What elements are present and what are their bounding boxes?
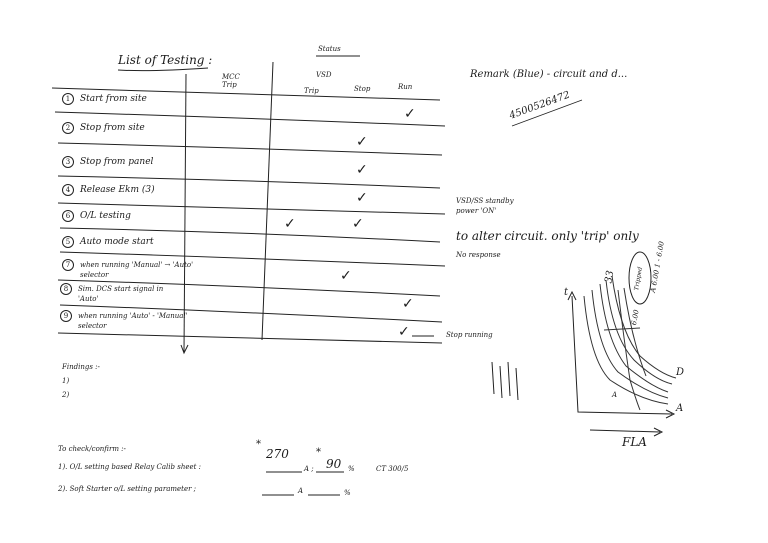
vsd-note-line2: power 'ON': [456, 207, 497, 215]
row-number: 7: [62, 259, 74, 271]
tick-stop-row4: ✓: [356, 190, 368, 206]
row-label-line1: when running 'Auto' - 'Manual': [78, 312, 188, 320]
column-vsd: VSD: [316, 71, 332, 79]
tick-run-row8: ✓: [402, 296, 414, 312]
row-number: 3: [62, 156, 74, 168]
row-label-line1: when running 'Manual' → 'Auto': [80, 261, 194, 269]
row-number: 6: [62, 210, 74, 222]
tick-stop-row7: ✓: [340, 268, 352, 284]
row-label: Start from site: [80, 94, 147, 104]
column-trip: Trip: [304, 87, 319, 95]
row-1: 1 Start from site: [62, 93, 147, 105]
row-label-line2: 'Auto': [78, 295, 99, 303]
findings-heading: Findings :-: [62, 363, 100, 371]
confirm-line1-text: 1). O/L setting based Relay Calib sheet …: [58, 463, 202, 471]
row-4: 4 Release Ekm (3): [62, 184, 155, 196]
row-6: 6 O/L testing: [62, 210, 131, 222]
row-number: 2: [62, 122, 74, 134]
graph-label-d: D: [676, 367, 685, 378]
findings-item-2: 2): [62, 391, 70, 399]
column-run: Run: [398, 83, 413, 91]
row-number: 8: [60, 283, 72, 295]
row-label: Stop from panel: [80, 157, 154, 167]
row-label-line1: Sim. DCS start signal in: [78, 285, 164, 293]
confirm-line1-amp: A ;: [304, 465, 314, 473]
no-response-note: No response: [456, 251, 501, 259]
row-label: Stop from site: [80, 123, 145, 133]
confirm-value-pct: 90: [326, 457, 342, 471]
row-2: 2 Stop from site: [62, 122, 145, 134]
stop-running-note: Stop running: [446, 331, 493, 339]
page-title: List of Testing :: [118, 53, 213, 67]
tick-stop-row2: ✓: [356, 134, 368, 150]
column-stop: Stop: [354, 85, 371, 93]
confirm-value-amp: 270: [266, 447, 289, 461]
row-5: 5 Auto mode start: [62, 236, 154, 248]
tick-run-row1: ✓: [404, 106, 416, 122]
vsd-note-line1: VSD/SS standby: [456, 197, 514, 205]
graph-axis-t: t: [564, 287, 569, 298]
status-header: Status: [318, 45, 341, 53]
row-label-line2: selector: [80, 271, 109, 279]
graph-axis-fla: FLA: [622, 435, 647, 449]
confirm-line2-text: 2). Soft Starter o/L setting parameter ;: [58, 485, 197, 493]
confirm-star-2: *: [316, 447, 321, 458]
tick-stop-row3: ✓: [356, 162, 368, 178]
row-3: 3 Stop from panel: [62, 156, 153, 168]
row-label: Auto mode start: [80, 237, 154, 247]
confirm-line1-ct: CT 300/5: [376, 465, 409, 473]
row-9: 9 when running 'Auto' - 'Manual' selector: [60, 310, 188, 330]
row-8: 8 Sim. DCS start signal in 'Auto': [60, 283, 163, 303]
row-number: 1: [62, 93, 74, 105]
tick-trip-row6: ✓: [284, 216, 296, 232]
confirm-star-1: *: [256, 439, 261, 450]
tick-run-row9: ✓: [398, 324, 410, 340]
row-label-line2: selector: [78, 322, 107, 330]
confirm-line1-pct: %: [348, 465, 355, 473]
remark-note: Remark (Blue) - circuit and d...: [470, 69, 628, 80]
confirm-line2-pct: %: [344, 489, 351, 497]
graph-label-a: A: [676, 403, 684, 414]
row-7: 7 when running 'Manual' → 'Auto' selector: [62, 259, 193, 279]
row-label: Release Ekm (3): [80, 185, 155, 195]
findings-item-1: 1): [62, 377, 70, 385]
row-number: 5: [62, 236, 74, 248]
tick-stop-row6: ✓: [352, 216, 364, 232]
confirm-line2-amp: A: [298, 487, 304, 495]
confirm-heading: To check/confirm :-: [58, 445, 126, 453]
column-mcc-trip: MCC Trip: [222, 73, 240, 89]
row-number: 9: [60, 310, 72, 322]
alter-circuit-note: to alter circuit. only 'trip' only: [456, 229, 639, 243]
row-number: 4: [62, 184, 74, 196]
graph-side-a: A: [612, 391, 618, 399]
row-label: O/L testing: [80, 211, 131, 221]
